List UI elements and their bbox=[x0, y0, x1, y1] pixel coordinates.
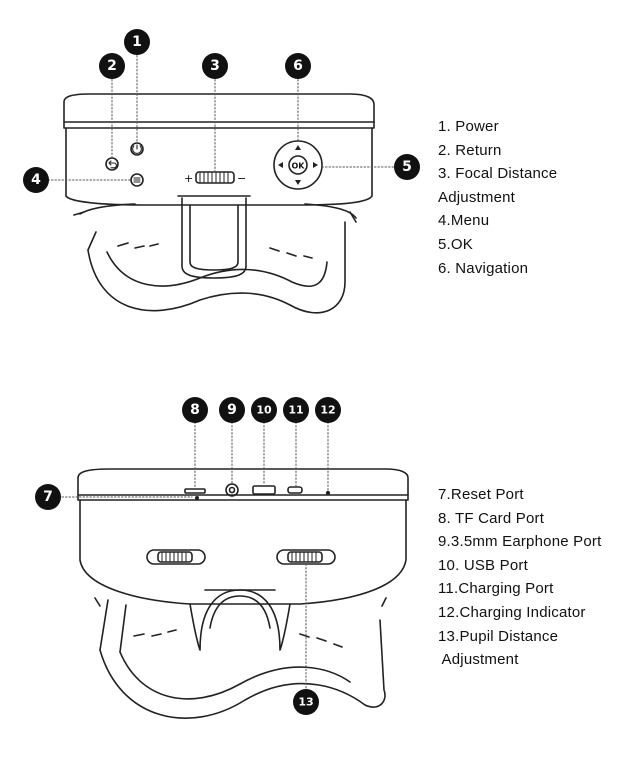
badge-12: 12 bbox=[315, 397, 341, 423]
legend-item: 11.Charging Port bbox=[438, 580, 554, 598]
legend-item: 1. Power bbox=[438, 118, 499, 135]
legend-item: 5.OK bbox=[438, 235, 473, 253]
legend-item: 12.Charging Indicator bbox=[438, 603, 586, 621]
badge-6: 6 bbox=[285, 53, 311, 79]
legend-item: 7.Reset Port bbox=[438, 486, 524, 503]
svg-text:5: 5 bbox=[402, 159, 412, 175]
legend-item: Adjustment bbox=[438, 651, 519, 669]
svg-text:11: 11 bbox=[288, 404, 303, 417]
badge-4: 4 bbox=[23, 167, 49, 193]
svg-text:1: 1 bbox=[132, 34, 142, 50]
svg-text:13: 13 bbox=[298, 696, 313, 709]
svg-text:8: 8 bbox=[190, 402, 200, 418]
badge-3: 3 bbox=[202, 53, 228, 79]
top-leader-lines bbox=[47, 51, 396, 181]
legend-item: 3. Focal Distance bbox=[438, 165, 558, 183]
svg-text:7: 7 bbox=[43, 489, 53, 505]
focal-minus-sign: − bbox=[237, 172, 246, 185]
svg-text:4: 4 bbox=[31, 172, 41, 188]
badge-11: 11 bbox=[283, 397, 309, 423]
legend-top: 1. Power 2. Return 3. Focal Distance Adj… bbox=[438, 115, 557, 280]
legend-bottom: 7.Reset Port 8. TF Card Port 9.3.5mm Ear… bbox=[438, 483, 601, 672]
legend-item: 6. Navigation bbox=[438, 259, 529, 277]
focal-plus-sign: + bbox=[184, 172, 193, 185]
badge-13: 13 bbox=[293, 689, 319, 715]
badge-7: 7 bbox=[35, 484, 61, 510]
badge-1: 1 bbox=[124, 29, 150, 55]
ok-button-label: OK bbox=[292, 162, 306, 171]
badge-10: 10 bbox=[251, 397, 277, 423]
badge-9: 9 bbox=[219, 397, 245, 423]
legend-item: 8. TF Card Port bbox=[438, 509, 545, 527]
svg-text:12: 12 bbox=[320, 404, 335, 417]
legend-item: 10. USB Port bbox=[438, 556, 528, 574]
legend-item: 2. Return bbox=[438, 141, 502, 159]
svg-text:3: 3 bbox=[210, 58, 220, 74]
badge-5: 5 bbox=[394, 154, 420, 180]
svg-text:9: 9 bbox=[227, 402, 237, 418]
legend-item: Adjustment bbox=[438, 188, 516, 206]
bottom-leader-lines bbox=[61, 421, 329, 691]
top-headset-drawing bbox=[63, 93, 375, 314]
badge-2: 2 bbox=[99, 53, 125, 79]
svg-text:6: 6 bbox=[293, 58, 303, 74]
bottom-headset-drawing bbox=[77, 468, 409, 719]
legend-item: 13.Pupil Distance bbox=[438, 627, 559, 645]
legend-item: 9.3.5mm Earphone Port bbox=[438, 533, 602, 551]
svg-text:2: 2 bbox=[107, 58, 117, 74]
svg-text:10: 10 bbox=[256, 404, 272, 417]
legend-item: 4.Menu bbox=[438, 212, 490, 230]
badge-8: 8 bbox=[182, 397, 208, 423]
